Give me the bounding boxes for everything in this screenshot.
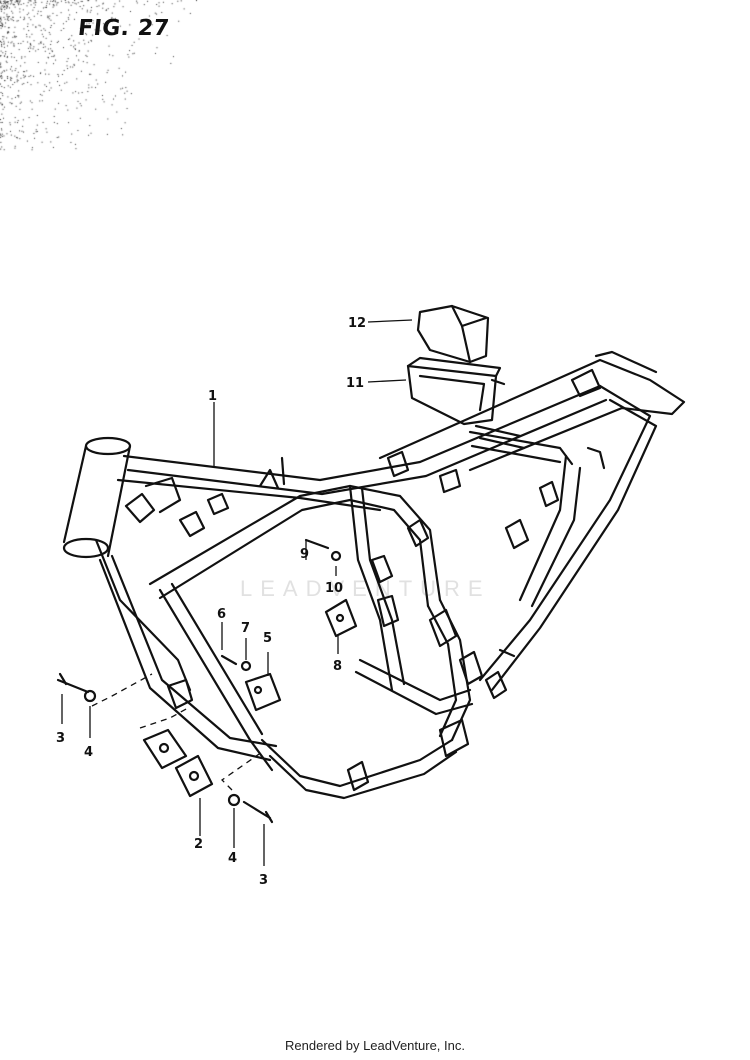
callout-4-right: 4 (228, 851, 237, 866)
callout-8: 8 (333, 659, 342, 674)
callout-6: 6 (217, 607, 226, 622)
callout-3-right: 3 (259, 873, 268, 888)
callout-1: 1 (208, 389, 217, 404)
part-engine-mount-plates (142, 728, 214, 798)
part-tray (406, 356, 506, 426)
leader-lines (61, 319, 413, 866)
scan-noise (0, 0, 750, 160)
part-bracket-plate (244, 672, 282, 712)
part-cover (416, 304, 490, 364)
front-down-tubes (94, 538, 278, 762)
callout-2: 2 (194, 837, 203, 852)
callout-labels: 1 2 3 3 4 4 5 6 7 8 9 10 11 12 (56, 316, 366, 888)
callout-9: 9 (300, 547, 309, 562)
fasteners (56, 538, 342, 824)
rear-cross-tubes (474, 424, 526, 450)
callout-3-left: 3 (56, 731, 65, 746)
lower-cradle (148, 484, 474, 800)
frame-brackets (124, 368, 606, 792)
watermark-text: LEADVENTURE (240, 576, 491, 601)
callout-10: 10 (325, 581, 343, 596)
callout-11: 11 (346, 376, 364, 391)
rear-seat-rails (378, 350, 686, 692)
callout-5: 5 (263, 631, 272, 646)
footer-credit: Rendered by LeadVenture, Inc. (285, 1038, 465, 1053)
upper-main-tubes (116, 384, 608, 512)
part-bracket-plate-b (324, 598, 358, 638)
callout-4-left: 4 (84, 745, 93, 760)
callout-7: 7 (241, 621, 250, 636)
steering-head (62, 436, 132, 559)
callout-12: 12 (348, 316, 366, 331)
